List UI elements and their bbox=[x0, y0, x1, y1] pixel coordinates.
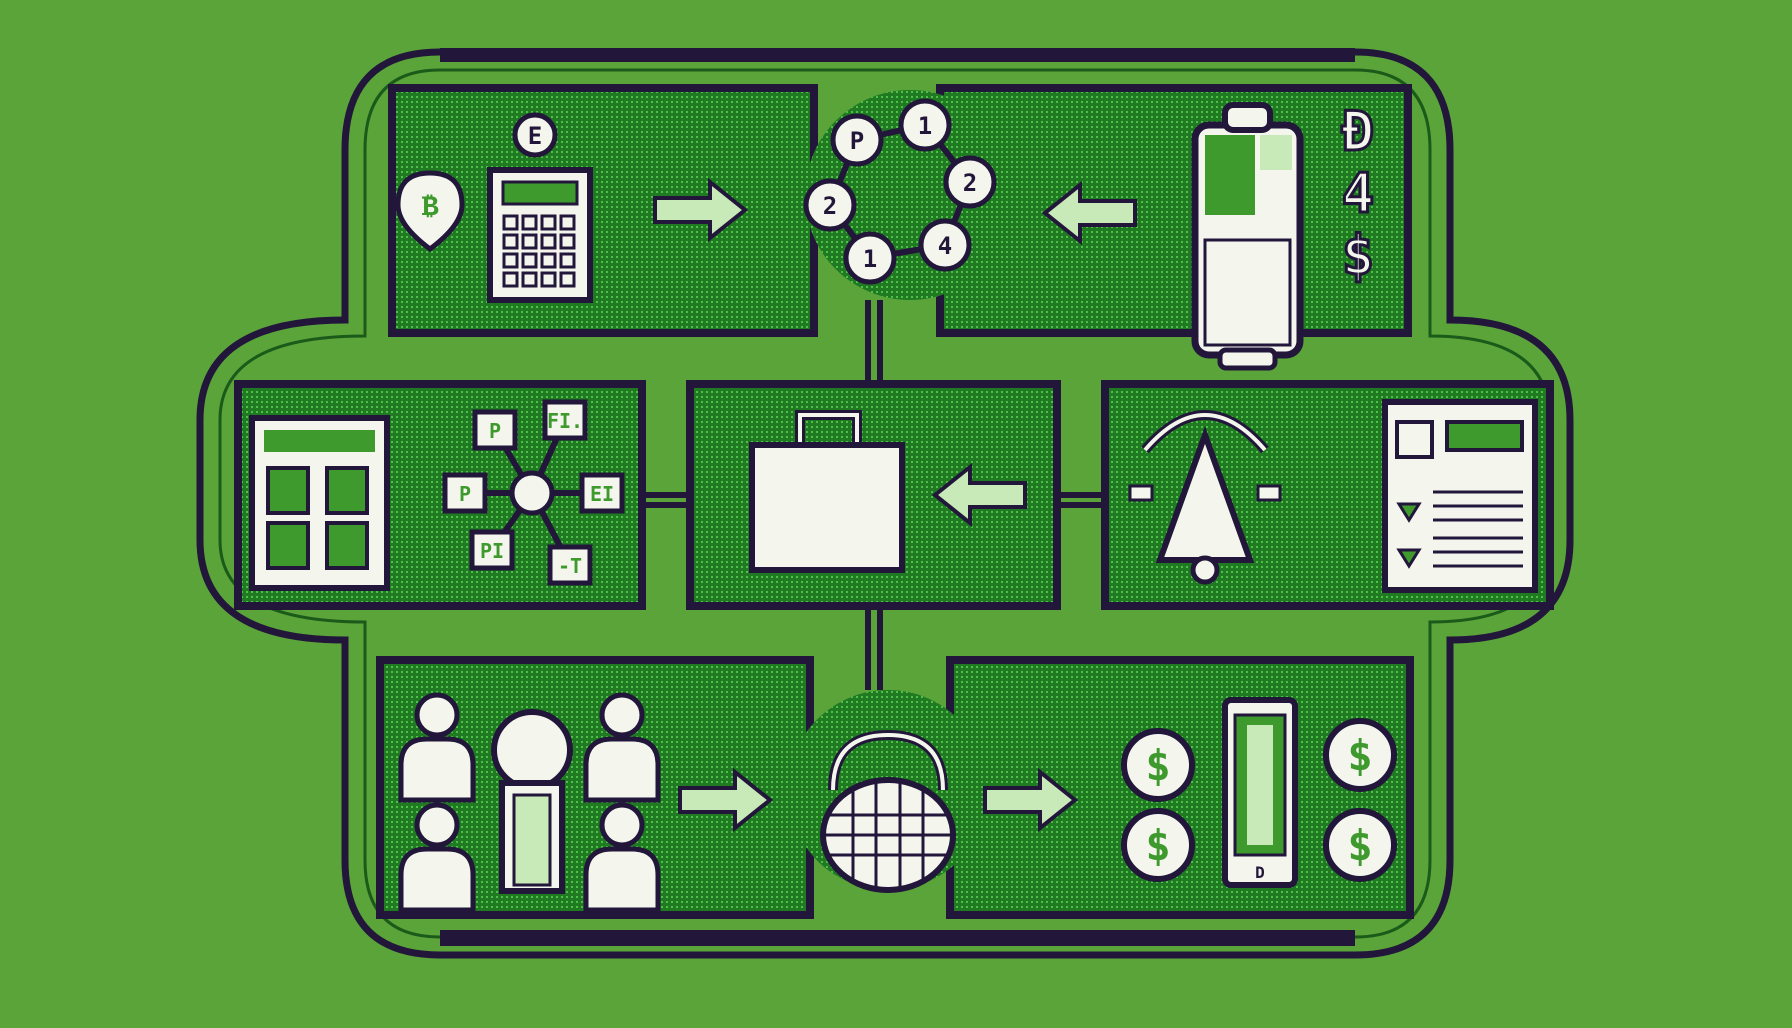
calculator-key bbox=[521, 233, 538, 250]
calculator-key bbox=[502, 233, 519, 250]
dollar-coin-icon: $ bbox=[1323, 808, 1397, 882]
calculator-key bbox=[502, 252, 519, 269]
calculator-key bbox=[521, 214, 538, 231]
network-node-label: 4 bbox=[938, 232, 952, 260]
dashboard-icon bbox=[249, 415, 390, 591]
arrow-icon bbox=[678, 767, 774, 833]
calculator-key bbox=[559, 252, 576, 269]
phone-icon: D bbox=[1222, 697, 1298, 888]
dollar-coin-symbol: $ bbox=[1347, 731, 1372, 780]
calculator-key bbox=[559, 214, 576, 231]
network-node: 1 bbox=[898, 98, 952, 152]
checklist-document-icon bbox=[1382, 399, 1538, 593]
bitcoin-tag-icon: ₿ bbox=[395, 170, 465, 253]
calculator-key bbox=[502, 214, 519, 231]
hub-label-box: P bbox=[442, 472, 488, 514]
calculator-key bbox=[540, 214, 557, 231]
calculator-key bbox=[559, 233, 576, 250]
jar-icon bbox=[1191, 102, 1304, 371]
phone-label: D bbox=[1255, 863, 1265, 882]
dollar-coin-symbol: $ bbox=[1145, 821, 1170, 870]
hub-label-box: FI. bbox=[542, 399, 588, 441]
network-node-label: 1 bbox=[863, 245, 877, 273]
currency-symbol: $ bbox=[1342, 224, 1375, 287]
calculator-key bbox=[502, 271, 519, 288]
hub-label: FI. bbox=[547, 409, 583, 433]
hub-label-box: -T bbox=[547, 544, 593, 586]
hub-label: -T bbox=[558, 554, 582, 578]
network-node-label: 2 bbox=[963, 169, 977, 197]
people-icon bbox=[398, 802, 476, 913]
people-icon bbox=[583, 802, 661, 913]
dollar-coin-symbol: $ bbox=[1347, 821, 1372, 870]
connectors bbox=[640, 300, 1110, 690]
currency-symbol: Đ bbox=[1342, 100, 1375, 163]
hub-label: P bbox=[459, 482, 471, 506]
bottom-bar bbox=[440, 930, 1355, 946]
hub-label: EI bbox=[590, 482, 614, 506]
calculator-icon bbox=[487, 167, 593, 303]
network-node-label: 2 bbox=[823, 192, 837, 220]
network-node: 1 bbox=[843, 231, 897, 285]
people-icon bbox=[398, 692, 476, 803]
calculator-top-letter: E bbox=[528, 122, 542, 150]
arrow-icon bbox=[931, 462, 1027, 528]
network-node-label: P bbox=[850, 127, 864, 155]
shopping-bag-icon bbox=[749, 410, 905, 573]
calculator-top-badge: E bbox=[512, 112, 558, 158]
top-bar bbox=[440, 48, 1355, 62]
network-node-label: 1 bbox=[918, 112, 932, 140]
network-node: 2 bbox=[803, 178, 857, 232]
dollar-coin-icon: $ bbox=[1121, 728, 1195, 802]
hub-label-box: EI bbox=[579, 472, 625, 514]
coin-tag-symbol: ₿ bbox=[422, 189, 439, 222]
arrow-icon bbox=[653, 177, 749, 243]
currency-symbols: Đ4$ bbox=[1340, 99, 1376, 289]
basket-icon bbox=[820, 729, 956, 893]
hub-label: P bbox=[489, 419, 501, 443]
people-icon bbox=[583, 692, 661, 803]
dollar-coin-icon: $ bbox=[1323, 718, 1397, 792]
calculator-key bbox=[540, 233, 557, 250]
currency-symbol: 4 bbox=[1342, 162, 1375, 225]
hub-label: PI bbox=[480, 539, 504, 563]
calculator-key bbox=[521, 252, 538, 269]
network-node: 4 bbox=[918, 218, 972, 272]
bell-icon bbox=[1128, 410, 1282, 585]
hub-network-icon: P FI. P EI PI -T bbox=[442, 399, 625, 586]
calculator-key bbox=[540, 271, 557, 288]
dollar-coin-icon: $ bbox=[1121, 808, 1195, 882]
arrow-icon bbox=[1041, 180, 1137, 246]
calculator-key bbox=[521, 271, 538, 288]
dollar-coin-symbol: $ bbox=[1145, 741, 1170, 790]
person-pedestal-icon bbox=[491, 709, 573, 894]
arrow-icon bbox=[983, 767, 1079, 833]
hub-label-box: P bbox=[472, 409, 518, 451]
calculator-key bbox=[540, 252, 557, 269]
hub-label-box: PI bbox=[469, 529, 515, 571]
calculator-key bbox=[559, 271, 576, 288]
network-node: P bbox=[830, 113, 884, 167]
network-node: 2 bbox=[943, 155, 997, 209]
